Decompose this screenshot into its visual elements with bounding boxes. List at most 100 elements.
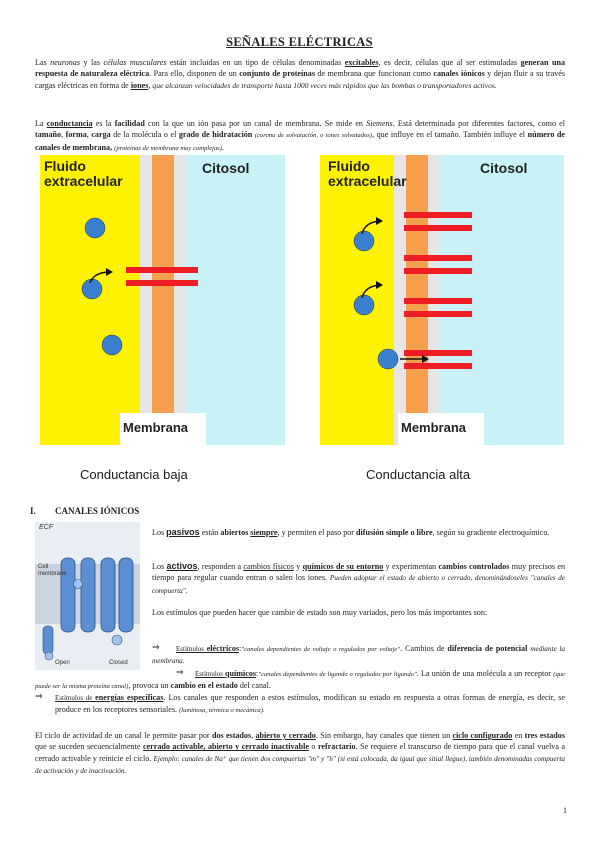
arrowhead-icon — [376, 217, 383, 225]
conductance-paragraph: La conductancia es la facilidad con la q… — [35, 118, 565, 154]
ion-icon — [377, 348, 399, 370]
text: , es decir, células que al ser estimulad… — [378, 58, 521, 67]
text: , — [61, 130, 66, 140]
extracellular-region — [40, 155, 140, 445]
text: . — [221, 142, 224, 152]
text: Estímulos — [195, 670, 225, 678]
fluid-label: Fluido — [328, 158, 370, 174]
text: tres estados — [524, 731, 566, 740]
ion-icon — [84, 217, 106, 239]
closed-label: Closed — [109, 660, 128, 666]
open-label: Open — [55, 660, 70, 666]
text: ciclo configurado — [452, 731, 513, 740]
estimulos-paragraph: Los estímulos que pueden hacer que cambi… — [152, 608, 488, 617]
small-channel-left — [42, 625, 54, 661]
text: están incluidas en un tipo de células de… — [166, 58, 345, 67]
text: abierto y cerrado — [255, 731, 316, 740]
text: y — [293, 562, 303, 571]
extracellular-label: extracelular — [328, 173, 407, 189]
membrane-layer — [152, 155, 174, 445]
text: (que puede ser la misma proteína canal) — [35, 671, 565, 691]
text: Las — [35, 58, 51, 67]
channel-bar — [126, 280, 198, 286]
text: dos estados — [211, 731, 252, 740]
conductance-high-figure: Fluido extracelular Citosol Membrana — [320, 155, 564, 445]
text: carga — [91, 130, 111, 140]
text: , y permiten el paso por — [277, 528, 357, 537]
channel-bar — [404, 225, 472, 231]
text: refractario — [317, 742, 356, 752]
text: que se suceden secuencialmente — [35, 742, 143, 752]
text: activos — [166, 561, 198, 571]
text: . La unión de una molécula a un receptor — [416, 669, 554, 678]
fluid-label: Fluido — [44, 158, 86, 174]
text: Pueden adoptar el estado de abierto o ce… — [152, 574, 565, 595]
text: Los — [152, 562, 167, 571]
text: (luminosa, térmica o mecánica). — [179, 707, 265, 715]
text: excitables — [344, 58, 379, 67]
text: número de canales de membrana, — [35, 130, 566, 152]
text: muy precisos en tiempo para regular cuan… — [152, 562, 566, 583]
text: El ciclo de actividad de un canal le per… — [35, 731, 212, 740]
text: : — [256, 669, 259, 678]
page-number: 1 — [563, 806, 567, 815]
arrowhead-icon — [376, 281, 383, 289]
text: siempre — [250, 528, 278, 537]
text: . Sin embargo, hay canales que tienen un — [315, 731, 453, 740]
text: y las — [80, 58, 104, 67]
text: difusión simple o libre — [356, 528, 433, 537]
text: cerrado activable, abierto y cerrado ina… — [142, 742, 309, 752]
text: conjunto de proteínas — [239, 69, 315, 79]
text: cambio en el estado — [170, 681, 238, 691]
channel-bar — [404, 350, 472, 356]
text: , que influye en el tamaño. También infl… — [372, 130, 528, 140]
text: que alcanzan velocidades de transporte h… — [152, 80, 497, 90]
text: de la molécula o el — [110, 130, 179, 140]
conductance-low-figure: Fluido extracelular Citosol Membrana — [40, 155, 285, 445]
text: con la que un ión pasa por un canal de m… — [144, 119, 367, 128]
text: están — [199, 528, 221, 537]
membrane-label: Membrana — [123, 420, 189, 435]
ion-icon — [73, 579, 83, 589]
channel-bar — [404, 298, 472, 304]
membrane-inner-layer — [140, 155, 152, 445]
channel-subunit — [118, 557, 134, 633]
text: cambios controlados — [438, 562, 510, 571]
ion-icon — [353, 230, 375, 252]
conductance-low-diagram — [40, 155, 285, 445]
text: químicos — [225, 669, 257, 678]
section-number: I. — [30, 506, 36, 516]
text: o — [308, 742, 318, 752]
channel-bar — [404, 255, 472, 261]
text: en — [512, 731, 525, 740]
ecf-label: ECF — [39, 524, 53, 531]
text: químicos de su entorno — [302, 562, 384, 571]
text: tamaño — [35, 130, 62, 140]
arrowhead-icon — [422, 355, 429, 363]
text: , — [86, 130, 92, 140]
channel-subunit — [60, 557, 76, 633]
section-title: CANALES IÓNICOS — [55, 506, 140, 516]
cell-membrane-label: Cell membrane — [38, 564, 67, 577]
membrane-inner-layer — [174, 155, 186, 445]
channel-bar — [404, 363, 472, 369]
text: energías específicas — [95, 693, 164, 702]
channel-subunit — [100, 557, 116, 633]
text: "canales dependientes de voltaje o regul… — [241, 646, 401, 653]
membrane-label-box — [398, 413, 484, 445]
text: eléctricos — [206, 644, 240, 653]
bullet-arrow-icon: ⇒ — [152, 643, 160, 653]
text: , provoca un — [128, 681, 171, 691]
text: es la — [92, 119, 115, 128]
channel-bar — [404, 268, 472, 274]
text: , responden a — [197, 562, 244, 571]
text: cambios físicos — [243, 562, 294, 571]
ion-icon — [353, 294, 375, 316]
text: facilidad — [114, 119, 145, 128]
channel-bar — [404, 212, 472, 218]
intro-paragraph: Las neuronas y las células musculares es… — [35, 57, 565, 91]
ciclo-paragraph: El ciclo de actividad de un canal le per… — [35, 730, 565, 778]
channel-subunit — [42, 625, 54, 655]
text: . Se requiere el transcurso de tiempo pa… — [35, 742, 565, 763]
